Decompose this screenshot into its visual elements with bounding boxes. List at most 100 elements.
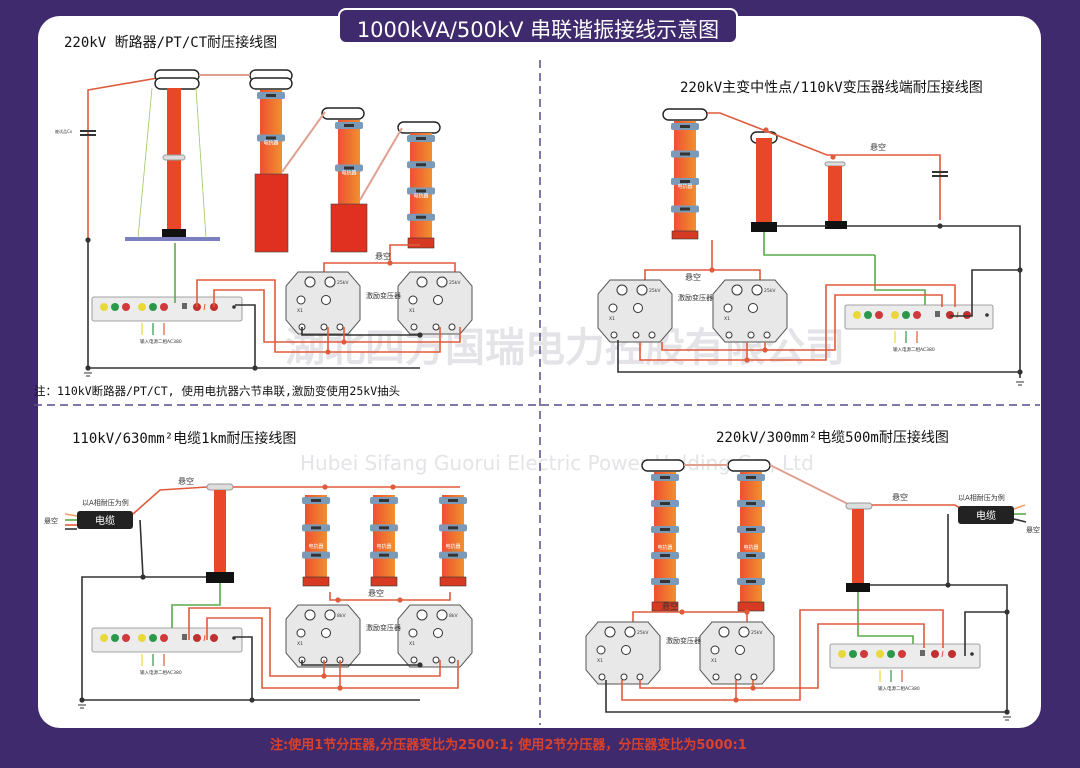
terminal (621, 645, 631, 655)
reactor-label: 电抗器 (308, 543, 323, 550)
junction-dot (397, 597, 403, 603)
flange-bolt (344, 124, 354, 127)
terminal (321, 628, 331, 638)
earth-terminal (970, 652, 974, 656)
diagonal-wire (281, 111, 326, 173)
flange-bolt (416, 189, 426, 193)
suspended-label: 悬空 (44, 516, 58, 525)
terminal (304, 276, 316, 288)
terminal (433, 628, 443, 638)
flange-bolt (379, 553, 389, 557)
junction-dot (733, 697, 739, 703)
output-terminal (948, 650, 956, 658)
output-lead (188, 607, 441, 677)
terminal-bottom (763, 331, 771, 339)
input-terminal (160, 634, 168, 642)
terminal-bottom (432, 656, 440, 664)
junction-dot (744, 609, 750, 615)
lightning-mark (956, 311, 959, 319)
ground-terminal (935, 311, 940, 317)
tap-label: 25kV (337, 280, 349, 286)
suspended-label: 悬空 (178, 476, 194, 486)
reactor-base (651, 601, 679, 612)
divider-base (162, 229, 186, 239)
ground-symbol (84, 372, 92, 377)
divider-base (206, 572, 234, 583)
reactor-body (338, 120, 360, 205)
terminal-bottom (632, 331, 640, 339)
junction-dot (79, 697, 85, 703)
suspended-label: 悬空 (368, 588, 384, 598)
ground-bus (617, 340, 1020, 373)
flange-bolt (311, 526, 321, 530)
earth-terminal (232, 636, 236, 640)
earth-lead (964, 611, 1007, 656)
flange-bolt (416, 215, 426, 219)
input-terminal (138, 634, 146, 642)
output-lead (206, 617, 459, 689)
earth-lead (950, 269, 1020, 317)
ground-terminal (920, 650, 925, 656)
diagonal-wire (359, 127, 403, 201)
reactor-base (407, 237, 435, 249)
junction-dot (937, 223, 943, 229)
junction-dot (252, 365, 258, 371)
reactor-body (260, 90, 282, 175)
tap-label: 25kV (649, 288, 661, 294)
cable-lead (1013, 518, 1027, 523)
flange-bolt (379, 499, 389, 502)
x1-label: X1 (609, 316, 615, 322)
reactor-base (370, 576, 398, 587)
flange-bolt (448, 499, 458, 502)
x-lead (301, 660, 420, 666)
x1-label: X1 (724, 316, 730, 322)
junction-dot (762, 347, 768, 353)
suspended-label: 悬空 (892, 492, 908, 502)
input-terminal (876, 650, 884, 658)
junction-dot (1017, 369, 1023, 375)
flange-bolt (379, 526, 389, 530)
terminal-x1 (408, 628, 418, 638)
x1-label: X1 (597, 658, 603, 664)
flange-bolt (344, 166, 354, 170)
ground-bus (81, 576, 206, 700)
terminal-bottom (648, 331, 656, 339)
earth-terminal (985, 313, 989, 317)
grading-ring (397, 121, 441, 134)
diagram-title-cable-220kv: 220kV/300mm²电缆500m耐压接线图 (716, 430, 949, 446)
flange-bolt (660, 580, 670, 583)
output-terminal (210, 634, 218, 642)
indicator-light (849, 650, 857, 658)
flange-bolt (448, 526, 458, 530)
terminal (731, 284, 743, 296)
flange-bolt (680, 180, 690, 183)
flange-bolt (266, 136, 276, 140)
reactor-label: 电抗器 (263, 140, 278, 147)
diagram-title-transformer: 220kV主变中性点/110kV变压器线端耐压接线图 (680, 80, 983, 96)
reactor-body (305, 495, 327, 577)
lightning-mark (941, 650, 944, 658)
exciter-label: 激励变压器 (666, 636, 701, 645)
divider-ring (162, 154, 186, 161)
terminal-tap (636, 284, 648, 296)
junction-dot (341, 339, 347, 345)
suspended-label: 悬空 (685, 272, 701, 282)
divider-top (845, 502, 873, 510)
junction-dot (417, 662, 423, 668)
flange-bolt (680, 125, 690, 128)
junction-dot (325, 349, 331, 355)
reactor-tie (329, 592, 451, 601)
hv-lead (132, 486, 208, 515)
indicator-light (111, 634, 119, 642)
lightning-mark (203, 303, 206, 311)
junction-dot (679, 609, 685, 615)
exciter-label: 激励变压器 (366, 623, 401, 632)
reactor-body (373, 495, 395, 577)
voltage-divider (756, 138, 772, 223)
mounting-plate (125, 237, 220, 241)
hv-lead (389, 244, 420, 263)
support-line (137, 87, 153, 239)
terminal-bottom (620, 673, 628, 681)
tap-label: 25kV (764, 288, 776, 294)
junction-dot (249, 697, 255, 703)
